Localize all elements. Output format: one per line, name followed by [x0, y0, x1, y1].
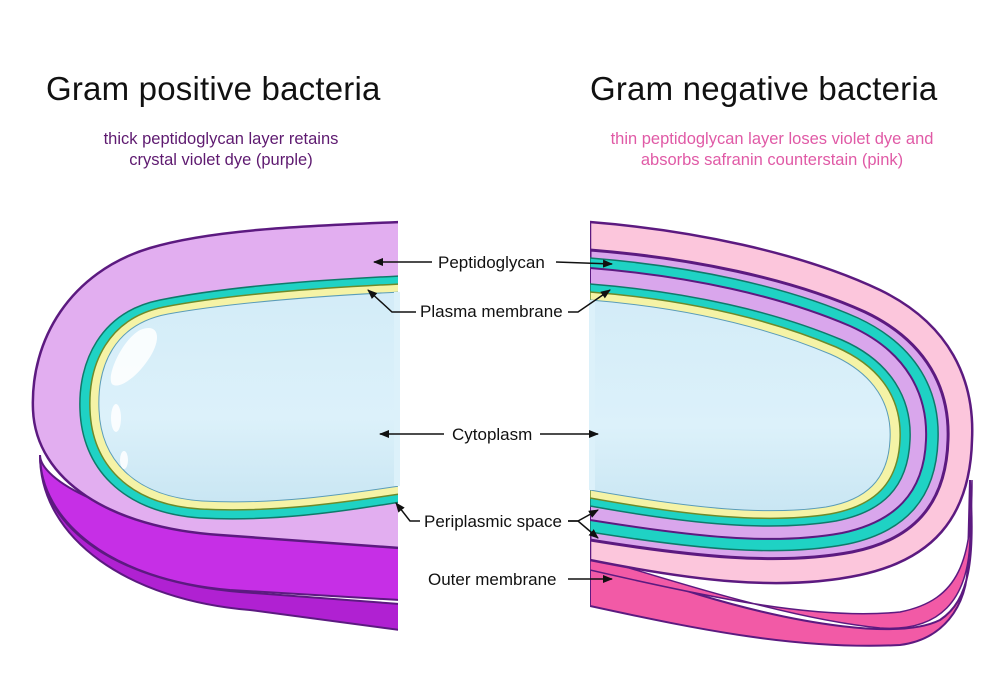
gram-negative-subtitle: thin peptidoglycan layer loses violet dy… [575, 129, 969, 171]
arrow-plasma-membrane-right [568, 289, 611, 313]
gram-positive-side-band [39, 454, 398, 601]
label-peptidoglycan: Peptidoglycan [438, 253, 545, 272]
arrow-periplasmic-right-2 [568, 520, 599, 539]
label-outer-membrane: Outer membrane [428, 570, 557, 589]
gram-positive-title: Gram positive bacteria [46, 70, 381, 107]
gram-positive-cell [31, 220, 398, 631]
gram-negative-cell [590, 220, 974, 647]
gram-positive-subtitle: thick peptidoglycan layer retains crysta… [46, 129, 396, 171]
gram-negative-title: Gram negative bacteria [590, 70, 938, 107]
arrow-plasma-membrane-left [367, 289, 416, 313]
gram-negative-cytoplasm [590, 299, 891, 512]
label-periplasmic-space: Periplasmic space [424, 512, 562, 531]
gram-negative-subtitle-line-1: thin peptidoglycan layer loses violet dy… [610, 130, 934, 148]
center-gap [398, 200, 590, 660]
gram-negative-subtitle-line-2: absorbs safranin counterstain (pink) [640, 151, 904, 169]
arrow-peptidoglycan-right [555, 259, 613, 268]
gram-positive-subtitle-line-1: thick peptidoglycan layer retains [103, 130, 339, 148]
gram-positive-subtitle-line-2: crystal violet dye (purple) [129, 151, 313, 169]
label-cytoplasm: Cytoplasm [452, 425, 532, 444]
label-plasma-membrane: Plasma membrane [420, 302, 563, 321]
arrow-periplasmic-left [395, 502, 420, 522]
gram-positive-cytoplasm [98, 291, 398, 503]
